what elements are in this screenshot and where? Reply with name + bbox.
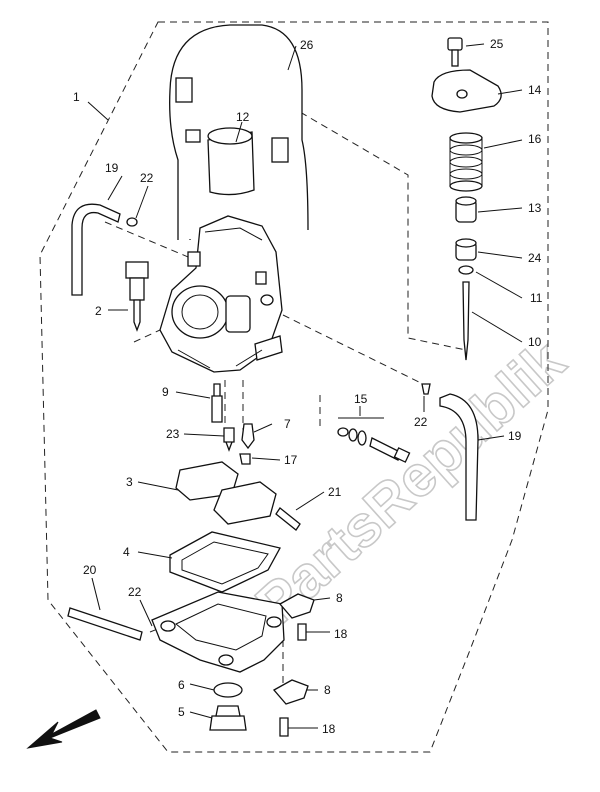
bracket-screw-upper [297,623,307,641]
callout-19-right: 19 [508,429,522,443]
bracket-plate-lower [272,679,309,705]
float-bowl [151,591,285,673]
callout-1: 1 [73,90,80,104]
valve-boot [207,127,255,196]
float-valve [241,423,255,450]
drain-plug-oring [213,682,243,698]
callout-2: 2 [95,304,102,318]
callout-16: 16 [528,132,542,146]
callout-11: 11 [530,291,543,305]
hose-left [71,203,121,296]
leader-lines [87,43,523,729]
callout-6: 6 [178,678,185,692]
callout-10: 10 [528,335,542,349]
callout-8-lower: 8 [324,683,331,697]
callout-4: 4 [123,545,130,559]
callout-labels: 1 2 3 4 5 6 7 8 8 9 10 11 12 13 14 15 16… [73,37,543,736]
callout-3: 3 [126,475,133,489]
float-valve-clip [239,453,251,465]
jet-needle [462,281,470,361]
pilot-jet [223,427,235,452]
callout-20: 20 [83,563,97,577]
drain-plug [209,705,247,731]
drain-hose [67,607,143,641]
needle-clip [458,265,474,275]
callout-15: 15 [354,392,368,406]
assembly-boundary [39,21,549,753]
callout-22-upper: 22 [140,171,154,185]
callout-5: 5 [178,705,185,719]
callout-26: 26 [300,38,314,52]
needle-jet [211,383,223,423]
bracket-plate-upper [278,593,315,619]
callout-13: 13 [528,201,542,215]
callout-25: 25 [490,37,504,51]
callout-19-left: 19 [105,161,119,175]
air-screw-set [337,427,411,463]
callout-7: 7 [284,417,291,431]
callout-8-upper: 8 [336,591,343,605]
callout-18-upper: 18 [334,627,348,641]
callout-22-lower: 22 [128,585,142,599]
front-direction-arrow [26,709,101,749]
needle-clip-holder [455,238,477,261]
callout-9: 9 [162,385,169,399]
float-pin [275,507,301,531]
callout-22-right: 22 [414,415,428,429]
callout-17: 17 [284,453,298,467]
callout-24: 24 [528,251,542,265]
callout-18-lower: 18 [322,722,336,736]
float-bowl-gasket [169,531,281,593]
throttle-screw [125,261,149,332]
float [175,461,277,525]
callout-14: 14 [528,83,542,97]
callout-23: 23 [166,427,180,441]
top-cover-plate [431,69,502,113]
callout-21: 21 [328,485,342,499]
hose-right [439,393,479,521]
needle-holder [455,196,477,223]
cap-screw [447,37,463,67]
carburetor-body [159,215,283,373]
callout-12: 12 [236,110,250,124]
spring [449,132,483,192]
bracket-screw-lower [279,717,289,737]
seal-ring [126,217,138,227]
seal-right [421,383,431,395]
cover-hole [456,89,468,99]
